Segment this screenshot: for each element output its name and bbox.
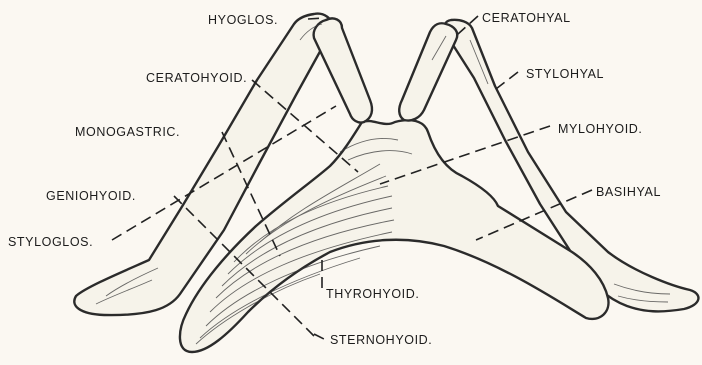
- leader-sternohyoid: [314, 334, 326, 340]
- label-stylohyal: STYLOHYAL: [526, 67, 604, 81]
- label-thyrohyoid: THYROHYOID.: [326, 287, 419, 301]
- label-basihyal: BASIHYAL: [596, 185, 661, 199]
- left-ceratohyal-bone: [314, 18, 372, 122]
- leader-stylohyal: [492, 72, 518, 92]
- label-geniohyoid: GENIOHYOID.: [46, 189, 136, 203]
- label-ceratohyoid: CERATOHYOID.: [146, 71, 247, 85]
- label-monogastric: MONOGASTRIC.: [75, 125, 180, 139]
- label-ceratohyal: CERATOHYAL: [482, 11, 571, 25]
- label-sternohyoid: STERNOHYOID.: [330, 333, 432, 347]
- right-ceratohyal-bone: [399, 23, 457, 120]
- label-styloglossus: STYLOGLOS.: [8, 235, 93, 249]
- label-hyoglossus: HYOGLOS.: [208, 13, 278, 27]
- label-mylohyoid: MYLOHYOID.: [558, 122, 643, 136]
